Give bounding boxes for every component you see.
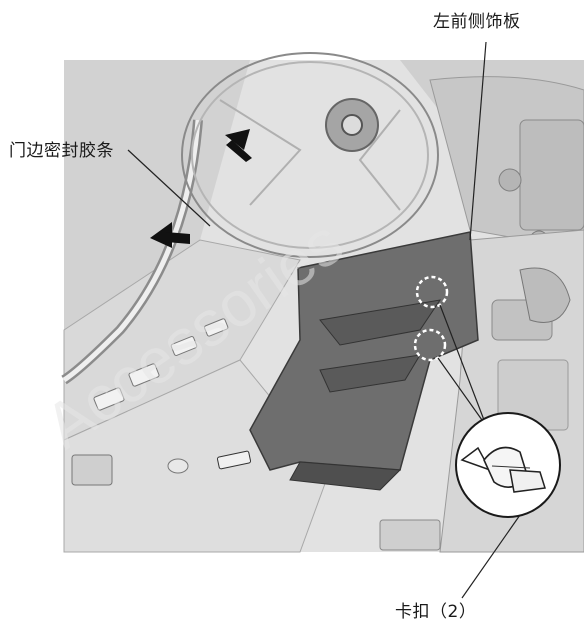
clip-detail-icon bbox=[455, 412, 561, 518]
clip-location-marker-icon bbox=[413, 275, 449, 362]
leader-lines bbox=[127, 41, 521, 599]
left-front-side-trim-panel bbox=[216, 231, 479, 491]
left-front-side-trim-label: 左前侧饰板 bbox=[433, 12, 521, 32]
steering-wheel bbox=[181, 52, 439, 258]
direction-arrow-icon bbox=[150, 129, 252, 248]
door-edge-seal-label: 门边密封胶条 bbox=[9, 141, 114, 161]
clip-label: 卡扣（2） bbox=[395, 602, 477, 622]
